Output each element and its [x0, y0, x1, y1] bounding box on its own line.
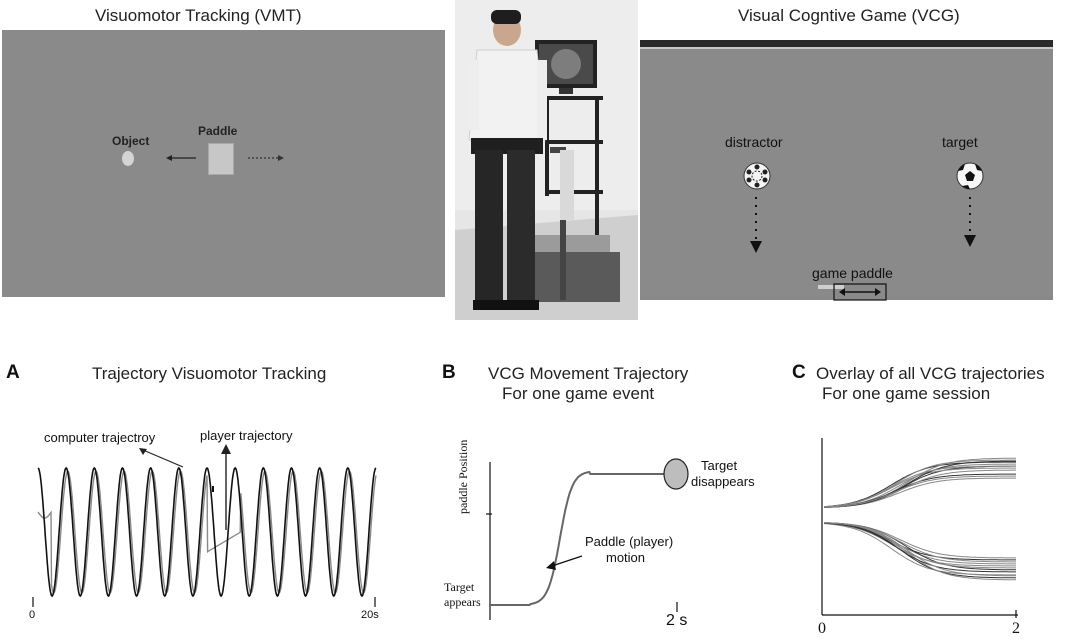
panel-b-letter: B — [442, 362, 456, 383]
paddle-motion-label-1: Paddle (player) — [585, 534, 674, 549]
vcg-title: Visual Cogntive Game (VCG) — [738, 6, 960, 25]
vmt-paddle — [208, 143, 234, 175]
panel-b-title-line2: For one game event — [502, 384, 655, 403]
game-paddle-label: game paddle — [812, 265, 893, 281]
panel-a-chart — [32, 444, 377, 607]
panel-b-title-line1: VCG Movement Trajectory — [488, 364, 689, 383]
treadmill-photo — [455, 0, 638, 320]
vmt-screen: Object Paddle — [2, 30, 445, 297]
target-disappears-label-1: Target — [701, 458, 738, 473]
player-trajectory-label: player trajectory — [200, 428, 293, 443]
object-label: Object — [112, 134, 150, 148]
vcg-window-bar — [640, 40, 1053, 47]
falling-arrows — [750, 197, 976, 253]
paddle-motion-arrow — [551, 555, 583, 567]
vmt-title: Visuomotor Tracking (VMT) — [95, 6, 302, 25]
object-ball — [122, 151, 134, 166]
panel-c-title-line2: For one game session — [822, 384, 991, 403]
target-disappears-label-2: disappears — [691, 474, 755, 489]
trajectory-line — [823, 522, 1016, 567]
panel-c-x-start: 0 — [818, 620, 826, 637]
panel-c-title-line1: Overlay of all VCG trajectories — [816, 364, 1045, 383]
player-trajectory-line — [37, 470, 377, 594]
trajectory-line — [823, 522, 1016, 573]
vcg-screen: distractor target game paddle — [640, 47, 1053, 301]
target-label: target — [942, 134, 978, 150]
trajectory-line — [823, 522, 1016, 577]
panel-a-x-end: 20s — [361, 609, 379, 621]
game-paddle-box — [833, 283, 887, 301]
panel-b-ylabel: paddle Position — [456, 439, 470, 514]
paddle-motion-label-2: motion — [606, 550, 646, 565]
game-paddle — [818, 285, 844, 289]
distractor-label: distractor — [725, 134, 783, 150]
paddle-label: Paddle — [198, 124, 238, 138]
panel-b-time-label: 2 s — [666, 612, 688, 629]
trajectory-line — [823, 522, 1017, 579]
trajectory-line — [823, 459, 1016, 508]
panel-a-x-start: 0 — [29, 609, 36, 621]
trajectory-line — [823, 460, 1016, 508]
trajectory-line — [823, 465, 1016, 508]
panel-c-x-end: 2 — [1012, 620, 1020, 637]
target-disappears-marker — [663, 458, 689, 490]
target-appears-label: Target appears — [444, 580, 481, 609]
panel-a-letter: A — [6, 362, 20, 383]
computer-trajectory-line — [37, 466, 377, 598]
panel-c-letter: C — [792, 362, 806, 383]
trajectory-line — [823, 475, 1016, 508]
panel-a-title: Trajectory Visuomotor Tracking — [92, 364, 327, 383]
trajectory-line — [823, 465, 1016, 508]
computer-label-arrow — [142, 449, 184, 468]
target-soccer-ball-icon — [956, 162, 984, 190]
paddle-motion-arrows — [166, 155, 284, 161]
computer-trajectory-label: computer trajectroy — [44, 430, 156, 445]
panel-b-chart — [486, 458, 689, 620]
distractor-ball-icon — [743, 162, 771, 190]
paddle-motion-curve — [490, 470, 674, 606]
panel-c-chart — [821, 438, 1018, 618]
overlay-trajectories — [823, 457, 1017, 581]
